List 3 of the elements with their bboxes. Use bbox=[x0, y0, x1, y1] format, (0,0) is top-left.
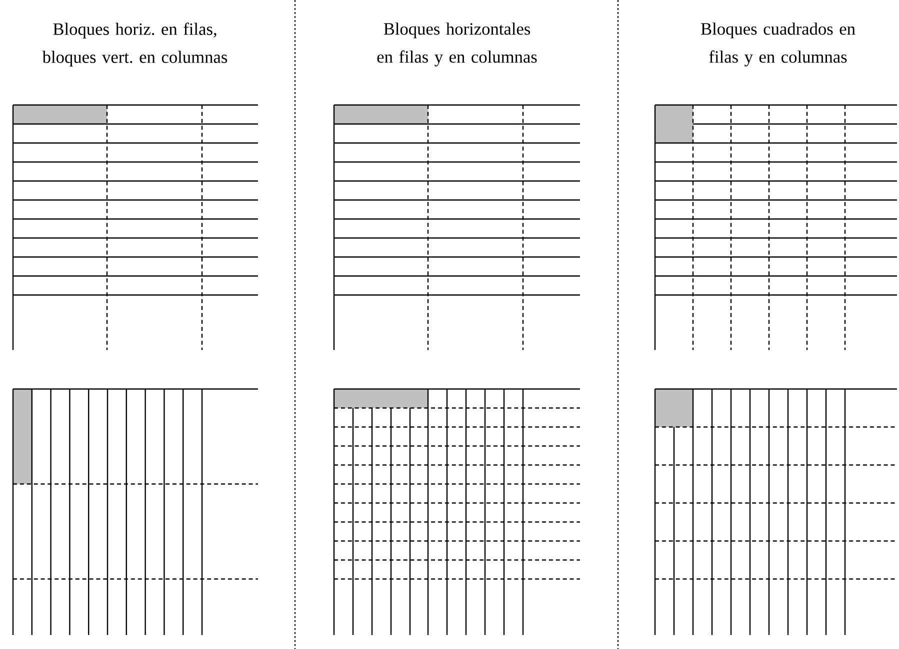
heading: Bloques horiz. en filas, bloques vert. en columnas bbox=[42, 22, 228, 66]
heading: Bloques horizontales en filas y en columnas bbox=[377, 22, 537, 66]
heading: Bloques cuadrados en filas y en columnas bbox=[701, 22, 856, 66]
